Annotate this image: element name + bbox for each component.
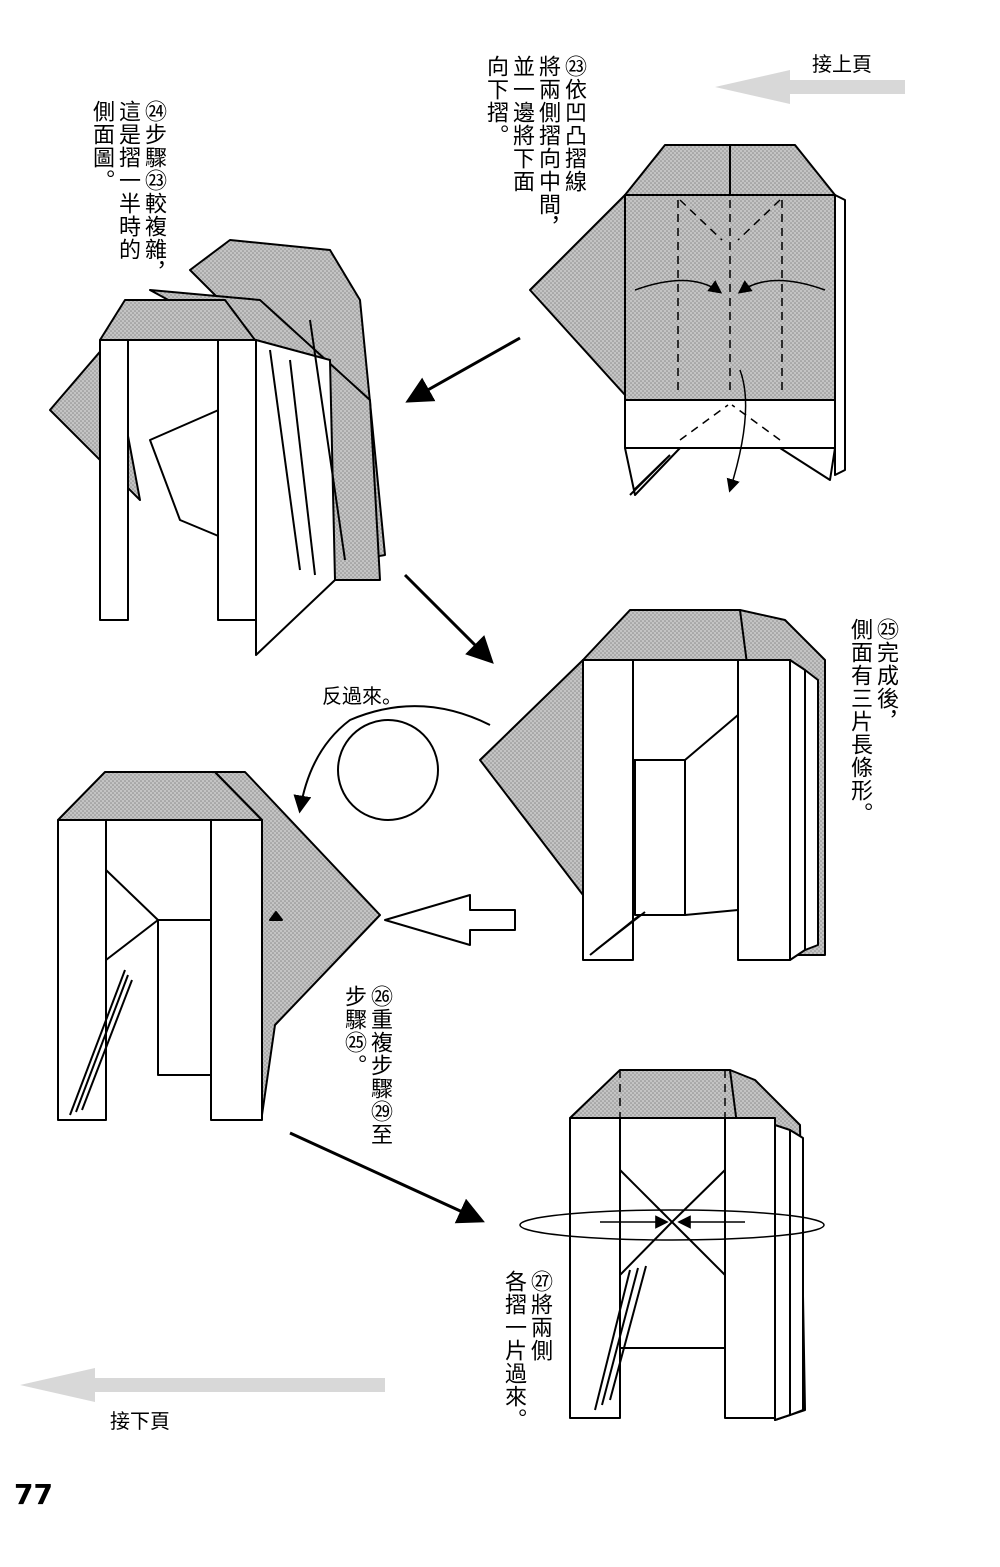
step24-figure <box>49 239 386 656</box>
page-number: 77 <box>14 1478 53 1511</box>
step27-figure <box>519 1069 825 1421</box>
step26-caption: ㉖重複步驟㉙至 步驟㉕。 <box>341 985 392 1146</box>
step23-figure <box>529 144 846 496</box>
flip-caption: 反過來。 <box>322 684 402 708</box>
step-arrows <box>289 336 521 1224</box>
step27-caption: ㉗將兩側 各摺一片過來。 <box>501 1270 552 1431</box>
step26-figure <box>57 771 516 1121</box>
step23-caption: ㉓依凹凸摺線 將兩側摺向中間， 並一邊將下面 向下摺。 <box>483 55 586 239</box>
flip-arrow <box>293 705 491 821</box>
continue-from-prev-label: 接上頁 <box>812 52 872 76</box>
continue-to-next-arrow <box>20 1368 385 1402</box>
continue-from-prev-arrow <box>715 70 905 104</box>
step25-caption: ㉕完成後， 側面有三片長條形。 <box>847 618 898 825</box>
step25-figure <box>479 609 826 961</box>
continue-to-next-label: 接下頁 <box>110 1409 170 1433</box>
step24-caption: ㉔步驟㉓較複雜， 這是摺一半時的 側面圖。 <box>89 100 166 284</box>
